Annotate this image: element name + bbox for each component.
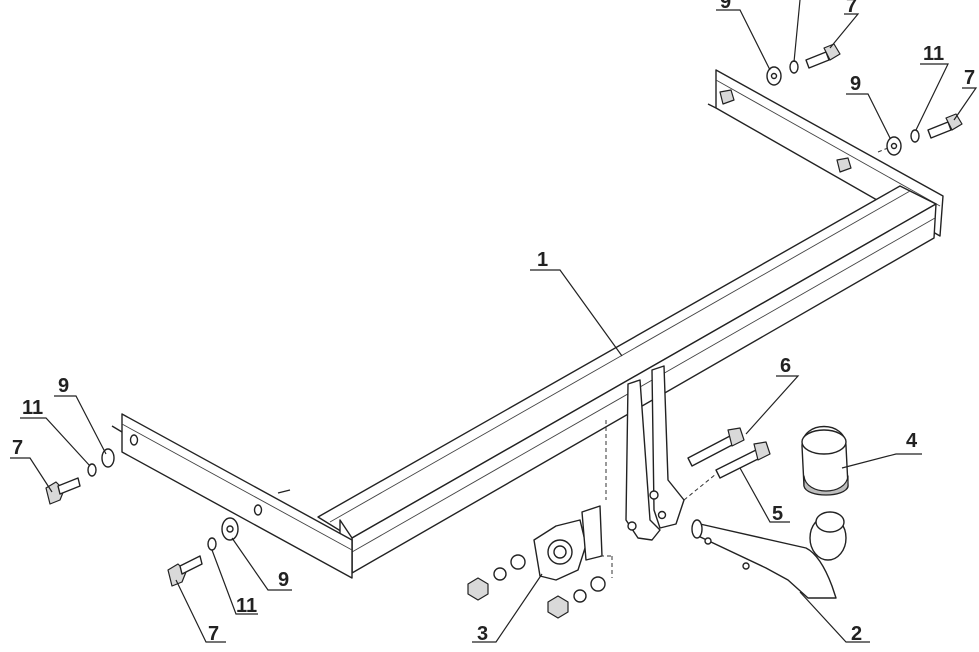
fastener-set-left-lower [167,517,239,587]
bolt-6 [687,427,745,467]
towball-cover [801,425,849,496]
bolt-5 [683,441,771,501]
socket-plate [533,505,612,581]
socket-fasteners [467,554,613,619]
callout-9-left: 9 [58,375,69,397]
callout-9-mid: 9 [850,73,861,95]
callout-9-bottom: 9 [278,569,289,591]
callout-4: 4 [906,430,918,452]
callout-labels: 1 2 3 4 5 6 7 7 7 7 9 9 9 9 11 11 11 [12,0,975,645]
callout-3: 3 [477,623,488,645]
callout-5: 5 [772,503,783,525]
callout-2: 2 [851,623,862,645]
fastener-set-top-lower [877,113,963,156]
callout-leaders [10,0,978,643]
callout-9-top: 9 [720,0,731,13]
callout-1: 1 [537,249,548,271]
callout-7-bottom: 7 [208,623,219,645]
callout-11-mid: 11 [923,43,944,65]
centre-mounting-plates [605,365,685,541]
callout-7-mid: 7 [964,67,975,89]
fastener-set-left-upper [45,448,115,505]
callout-7-left: 7 [12,437,23,459]
crossbar [317,185,937,574]
callout-11-bottom: 11 [236,595,257,617]
fastener-set-top-upper [766,43,841,86]
callout-7-top: 7 [846,0,857,17]
towbar-neck [691,511,847,599]
left-side-bracket [111,413,353,579]
callout-11-left: 11 [22,397,43,419]
callout-6: 6 [780,355,791,377]
